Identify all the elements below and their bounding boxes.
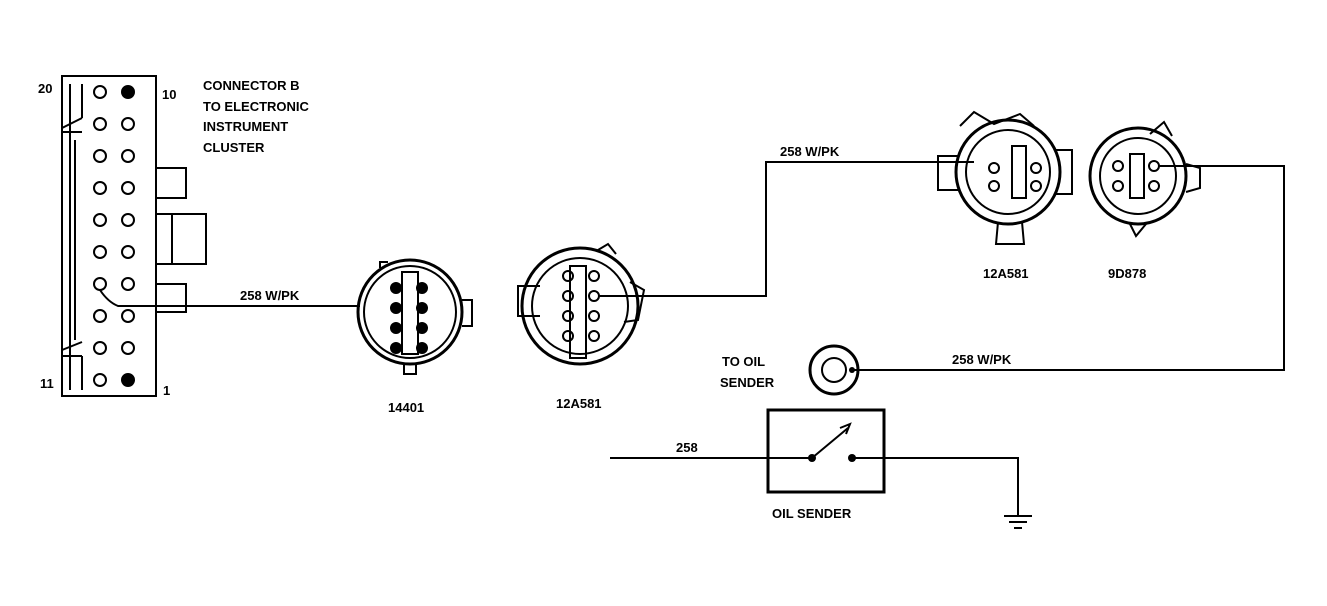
connector-b-pin xyxy=(121,309,135,323)
pin-20-label: 20 xyxy=(38,81,52,96)
wire-label-2: 258 W/PK xyxy=(780,144,840,159)
connector-b-pin xyxy=(93,85,107,99)
connector-b-pin xyxy=(93,245,107,259)
connector-b-pin xyxy=(121,149,135,163)
to-oil-label-line-2: SENDER xyxy=(720,375,775,390)
connector-b-title-line-4: CLUSTER xyxy=(203,140,265,155)
wire-258-segment-2 xyxy=(598,161,974,297)
connector-b-title-line-3: INSTRUMENT xyxy=(203,119,288,134)
connector-9d878-label: 9D878 xyxy=(1108,266,1146,281)
oil-sender-switch xyxy=(610,408,1019,516)
connector-b-pin xyxy=(121,277,135,291)
connector-b-pin xyxy=(93,181,107,195)
connector-b-title-line-2: TO ELECTRONIC xyxy=(203,99,310,114)
wire-label-1: 258 W/PK xyxy=(240,288,300,303)
oil-sender-label: OIL SENDER xyxy=(772,506,852,521)
connector-12a581-right xyxy=(937,110,1073,245)
pin-1-label: 1 xyxy=(163,383,170,398)
connector-12a581-left xyxy=(517,242,646,366)
wire-label-3: 258 W/PK xyxy=(952,352,1012,367)
connector-b-pin xyxy=(121,245,135,259)
connector-b-pin xyxy=(93,373,107,387)
wire-258-segment-1 xyxy=(99,289,360,307)
connector-12a581-right-label: 12A581 xyxy=(983,266,1029,281)
connector-b-pin xyxy=(121,213,135,227)
connector-12a581-left-label: 12A581 xyxy=(556,396,602,411)
connector-b-pin xyxy=(121,117,135,131)
wire-label-4: 258 xyxy=(676,440,698,455)
wire-258-segment-3 xyxy=(852,165,1285,371)
connector-9d878 xyxy=(1088,120,1201,238)
pin-11-label: 11 xyxy=(40,376,54,391)
connector-b xyxy=(61,75,207,397)
pin-10-label: 10 xyxy=(162,87,176,102)
connector-b-pin xyxy=(93,213,107,227)
to-oil-label-line-1: TO OIL xyxy=(722,354,765,369)
connector-b-pin xyxy=(121,373,135,387)
connector-b-pin xyxy=(121,85,135,99)
connector-b-pin xyxy=(93,341,107,355)
connector-14401 xyxy=(356,258,473,375)
connector-b-pin xyxy=(121,181,135,195)
connector-b-pin xyxy=(93,277,107,291)
connector-b-pins xyxy=(93,85,135,387)
connector-b-title-line-1: CONNECTOR B xyxy=(203,78,300,93)
connector-b-pin xyxy=(93,117,107,131)
connector-b-pin xyxy=(93,309,107,323)
connector-b-pin xyxy=(93,149,107,163)
oil-sender-terminal xyxy=(808,344,860,396)
ground-symbol xyxy=(1004,515,1032,529)
connector-14401-label: 14401 xyxy=(388,400,424,415)
connector-b-pin xyxy=(121,341,135,355)
